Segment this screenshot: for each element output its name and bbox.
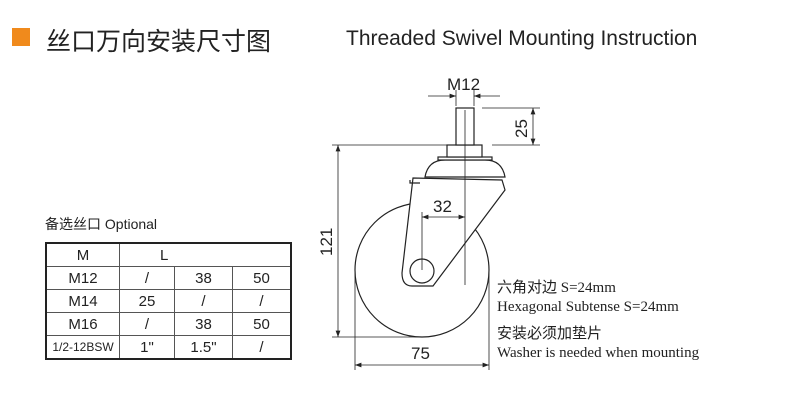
- cell: 38: [174, 266, 233, 290]
- table-caption: 备选丝口 Optional: [45, 216, 158, 232]
- cell: 1/2-12BSW: [45, 335, 120, 360]
- dim-thread: M12: [447, 75, 480, 94]
- dim-height: 121: [317, 228, 336, 256]
- note-hex-cn: 六角对边 S=24mm: [497, 280, 616, 296]
- cell: 1.5": [174, 335, 233, 360]
- cell: 50: [232, 266, 292, 290]
- dim-stem-length: 25: [512, 119, 531, 138]
- cell: M14: [45, 289, 120, 313]
- fork: [401, 177, 506, 287]
- accent-square: [12, 28, 30, 46]
- cell: 38: [174, 312, 233, 336]
- cell: /: [119, 312, 175, 336]
- dim-offset: 32: [433, 197, 452, 216]
- cell: 50: [232, 312, 292, 336]
- title-en: Threaded Swivel Mounting Instruction: [346, 27, 698, 50]
- nut: [446, 144, 483, 158]
- cell: 1": [119, 335, 175, 360]
- cell: M12: [45, 266, 120, 290]
- title-cn: 丝口万向安装尺寸图: [46, 27, 272, 56]
- note-hex-en: Hexagonal Subtense S=24mm: [497, 299, 679, 315]
- dim-wheel-diameter: 75: [411, 344, 430, 363]
- cell: /: [119, 266, 175, 290]
- cell: /: [232, 335, 292, 360]
- cell: M16: [45, 312, 120, 336]
- note-washer-en: Washer is needed when mounting: [497, 345, 700, 361]
- note-washer-cn: 安装必须加垫片: [497, 326, 603, 342]
- fork-tab: [409, 180, 420, 184]
